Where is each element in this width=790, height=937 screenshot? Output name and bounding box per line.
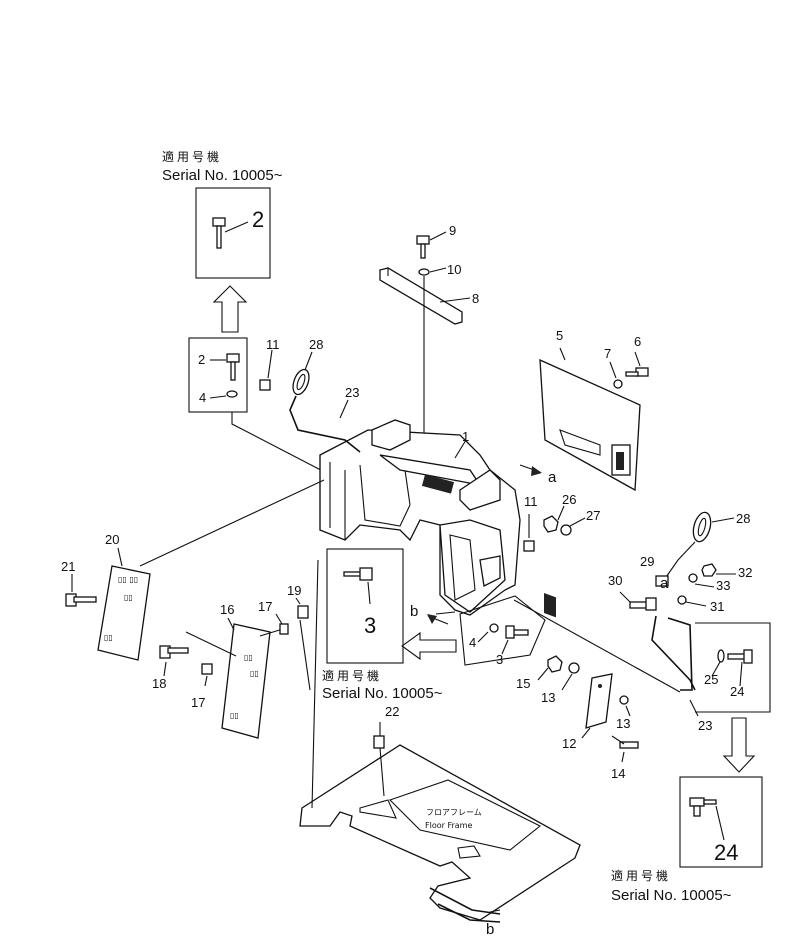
view-label-a: a bbox=[548, 469, 557, 486]
detail-box-number: 2 bbox=[252, 207, 264, 232]
callout-3: 3 bbox=[496, 652, 503, 667]
callout-4-center: 4 bbox=[469, 635, 476, 650]
callout-16: 16 bbox=[220, 602, 234, 617]
svg-text:▯▯: ▯▯ bbox=[124, 593, 133, 602]
view-arrow-a-top bbox=[519, 464, 542, 476]
svg-text:▯▯: ▯▯ bbox=[230, 711, 239, 720]
serial-note-top-left: 適用号機 Serial No. 10005~ 2 bbox=[162, 149, 283, 279]
callout-7: 7 bbox=[604, 346, 611, 361]
serial-note-jp: 適用号機 bbox=[611, 868, 671, 883]
serial-note-center: 3 適用号機 Serial No. 10005~ bbox=[322, 548, 443, 702]
callout-13-right: 13 bbox=[616, 716, 630, 731]
panel-16: ▯▯ ▯▯ ▯▯ bbox=[221, 617, 271, 739]
svg-text:▯▯: ▯▯ bbox=[244, 653, 253, 662]
mirror-right-28 bbox=[629, 511, 735, 691]
bolt-icon bbox=[689, 797, 725, 841]
svg-text:▯▯ ▯▯: ▯▯ ▯▯ bbox=[118, 575, 138, 584]
bolt-21 bbox=[65, 574, 97, 607]
svg-text:▯▯: ▯▯ bbox=[104, 633, 113, 642]
floor-frame bbox=[299, 559, 581, 923]
callout-21: 21 bbox=[61, 559, 75, 574]
bolt-icon bbox=[343, 567, 373, 605]
callout-30: 30 bbox=[608, 573, 622, 588]
down-arrow-icon bbox=[722, 717, 756, 773]
callout-25: 25 bbox=[704, 672, 718, 687]
callout-15: 15 bbox=[516, 676, 530, 691]
callout-28-left: 28 bbox=[309, 337, 323, 352]
main-frame-1 bbox=[319, 419, 521, 616]
detail-box-2-4: 2 4 bbox=[188, 337, 248, 413]
callout-12: 12 bbox=[562, 736, 576, 751]
bracket-detail-3-4 bbox=[459, 595, 546, 666]
panel-20: ▯▯ ▯▯ ▯▯ ▯▯ bbox=[97, 479, 325, 661]
callout-17-bottom: 17 bbox=[191, 695, 205, 710]
callout-11-left: 11 bbox=[266, 337, 280, 352]
mirror-left-28 bbox=[259, 349, 361, 453]
detail-box bbox=[326, 548, 404, 664]
callout-22: 22 bbox=[385, 704, 399, 719]
detail-box-number: 3 bbox=[364, 613, 376, 638]
detail-box-number: 24 bbox=[714, 840, 738, 865]
callout-1: 1 bbox=[462, 429, 469, 444]
detail-box bbox=[195, 187, 271, 279]
bolts-17-19 bbox=[159, 597, 311, 691]
floor-frame-en: Floor Frame bbox=[425, 821, 472, 830]
view-label-a-right: a bbox=[660, 575, 669, 592]
view-arrow-b bbox=[427, 614, 449, 625]
callout-2: 2 bbox=[198, 352, 205, 367]
callout-18: 18 bbox=[152, 676, 166, 691]
detail-box bbox=[679, 776, 763, 868]
callout-9: 9 bbox=[449, 223, 456, 238]
panel-5 bbox=[539, 347, 649, 618]
bolt-icon bbox=[212, 217, 249, 249]
callout-5: 5 bbox=[556, 328, 563, 343]
callout-28-right: 28 bbox=[736, 511, 750, 526]
cover-12 bbox=[581, 673, 613, 739]
serial-note-bottom-right: 24 適用号機 Serial No. 10005~ bbox=[611, 776, 763, 904]
svg-text:▯▯: ▯▯ bbox=[250, 669, 259, 678]
serial-note-jp: 適用号機 bbox=[322, 668, 382, 683]
callout-19: 19 bbox=[287, 583, 301, 598]
callout-32: 32 bbox=[738, 565, 752, 580]
callout-6: 6 bbox=[634, 334, 641, 349]
serial-note-text: Serial No. 10005~ bbox=[611, 887, 732, 904]
callout-29: 29 bbox=[640, 554, 654, 569]
callout-20: 20 bbox=[105, 532, 119, 547]
callout-11-right: 11 bbox=[524, 494, 538, 509]
callout-4: 4 bbox=[199, 390, 206, 405]
detail-box-24-25 bbox=[695, 622, 771, 713]
callout-13-left: 13 bbox=[541, 690, 555, 705]
serial-note-text: Serial No. 10005~ bbox=[322, 685, 443, 702]
callout-17-top: 17 bbox=[258, 599, 272, 614]
callout-27: 27 bbox=[586, 508, 600, 523]
left-arrow-icon bbox=[401, 631, 457, 661]
callout-24: 24 bbox=[730, 684, 744, 699]
callout-26: 26 bbox=[562, 492, 576, 507]
callout-14: 14 bbox=[611, 766, 625, 781]
serial-note-jp: 適用号機 bbox=[162, 149, 222, 164]
callout-31: 31 bbox=[710, 599, 724, 614]
view-label-b-bottom: b bbox=[486, 921, 494, 937]
callout-23-left: 23 bbox=[345, 385, 359, 400]
view-label-b: b bbox=[410, 603, 418, 620]
up-arrow-icon bbox=[212, 285, 248, 333]
callout-10: 10 bbox=[447, 262, 461, 277]
serial-note-text: Serial No. 10005~ bbox=[162, 167, 283, 184]
callout-8: 8 bbox=[472, 291, 479, 306]
callout-33: 33 bbox=[716, 578, 730, 593]
floor-frame-jp: フロアフレーム bbox=[426, 808, 482, 817]
callout-23-right: 23 bbox=[698, 718, 712, 733]
